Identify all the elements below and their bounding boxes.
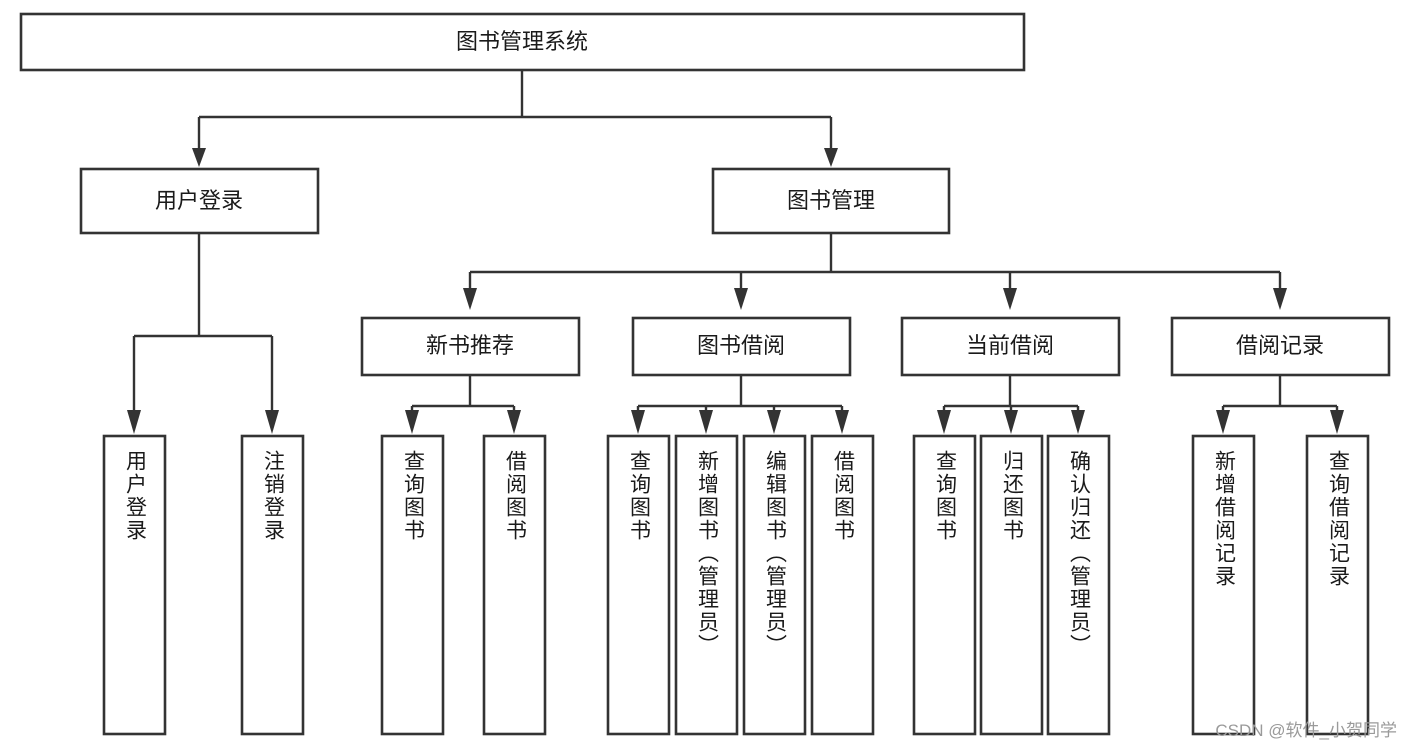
- leaf-query-book-1-label: 查询图书: [401, 450, 425, 542]
- arrow-head-leaf-borrow-book-2: [835, 410, 849, 434]
- node-root[interactable]: 图书管理系统: [19, 12, 1026, 72]
- leaf-query-book-3[interactable]: 查询图书: [912, 434, 977, 736]
- arrow-head-book-manage: [824, 148, 838, 167]
- leaf-query-book-2-label: 查询图书: [627, 450, 651, 542]
- arrow-head-leaf-confirm-return: [1071, 410, 1085, 434]
- leaf-query-record-text-wrap: 查询借阅记录: [1326, 450, 1350, 588]
- arrow-head-leaf-user-login: [127, 410, 141, 434]
- arrow-head-leaf-query-book-2: [631, 410, 645, 434]
- leaf-borrow-book-2-label: 借阅图书: [831, 450, 855, 542]
- node-book-borrow[interactable]: 图书借阅: [631, 316, 852, 377]
- leaf-edit-book-text-wrap: 编辑图书（管理员）: [763, 450, 787, 657]
- leaf-return-book[interactable]: 归还图书: [979, 434, 1044, 736]
- leaf-query-record-box[interactable]: [1305, 434, 1370, 736]
- leaf-query-book-3-text-wrap: 查询图书: [933, 450, 957, 542]
- arrow-head-leaf-add-book: [699, 410, 713, 434]
- leaf-add-record-text-wrap: 新增借阅记录: [1212, 450, 1236, 588]
- node-new-book-recommend[interactable]: 新书推荐: [360, 316, 581, 377]
- leaf-borrow-book-1-box[interactable]: [482, 434, 547, 736]
- node-book-manage-box[interactable]: [711, 167, 951, 235]
- arrow-head-leaf-query-record: [1330, 410, 1344, 434]
- leaf-borrow-book-2-text-wrap: 借阅图书: [831, 450, 855, 542]
- node-current-borrow[interactable]: 当前借阅: [900, 316, 1121, 377]
- leaf-user-login-label: 用户登录: [123, 450, 147, 542]
- node-user-login-label: 用户登录: [155, 188, 243, 213]
- leaf-add-book[interactable]: 新增图书（管理员）: [674, 434, 739, 736]
- leaf-edit-book[interactable]: 编辑图书（管理员）: [742, 434, 807, 736]
- leaf-query-book-1-box[interactable]: [380, 434, 445, 736]
- arrow-head-book-borrow: [734, 288, 748, 310]
- leaf-user-login-text-wrap: 用户登录: [123, 450, 147, 542]
- node-user-login-box[interactable]: [79, 167, 320, 235]
- leaf-query-book-1[interactable]: 查询图书: [380, 434, 445, 736]
- leaf-confirm-return-label: 确认归还（管理员）: [1067, 450, 1091, 657]
- leaf-add-book-text-wrap: 新增图书（管理员）: [695, 450, 719, 657]
- arrow-head-user-login: [192, 148, 206, 167]
- leaf-add-record-label: 新增借阅记录: [1212, 450, 1236, 588]
- node-book-manage[interactable]: 图书管理: [711, 167, 951, 235]
- node-current-borrow-box[interactable]: [900, 316, 1121, 377]
- leaf-confirm-return-text-wrap: 确认归还（管理员）: [1067, 450, 1091, 657]
- node-new-book-recommend-box[interactable]: [360, 316, 581, 377]
- leaf-logout-login[interactable]: 注销登录: [240, 434, 305, 736]
- arrow-head-current-borrow: [1003, 288, 1017, 310]
- arrow-head-leaf-add-record: [1216, 410, 1230, 434]
- leaf-query-book-2[interactable]: 查询图书: [606, 434, 671, 736]
- leaf-return-book-text-wrap: 归还图书: [1000, 450, 1024, 542]
- leaf-borrow-book-2-box[interactable]: [810, 434, 875, 736]
- node-borrow-record-box[interactable]: [1170, 316, 1391, 377]
- leaf-return-book-box[interactable]: [979, 434, 1044, 736]
- node-book-borrow-box[interactable]: [631, 316, 852, 377]
- leaf-borrow-book-1-text-wrap: 借阅图书: [503, 450, 527, 542]
- leaf-logout-login-text-wrap: 注销登录: [261, 450, 285, 542]
- leaf-query-book-3-label: 查询图书: [933, 450, 957, 542]
- leaf-edit-book-label: 编辑图书（管理员）: [763, 450, 787, 657]
- node-user-login[interactable]: 用户登录: [79, 167, 320, 235]
- leaf-return-book-label: 归还图书: [1000, 450, 1024, 542]
- leaf-query-record-label: 查询借阅记录: [1326, 450, 1350, 588]
- node-new-book-recommend-label: 新书推荐: [426, 333, 514, 358]
- leaf-borrow-book-1[interactable]: 借阅图书: [482, 434, 547, 736]
- arrow-head-leaf-borrow-book-1: [507, 410, 521, 434]
- node-book-borrow-label: 图书借阅: [697, 333, 785, 358]
- leaf-query-book-2-text-wrap: 查询图书: [627, 450, 651, 542]
- leaf-logout-login-label: 注销登录: [261, 450, 285, 542]
- leaf-edit-book-box[interactable]: [742, 434, 807, 736]
- arrow-head-leaf-edit-book: [767, 410, 781, 434]
- node-current-borrow-label: 当前借阅: [966, 333, 1054, 358]
- leaf-add-record-box[interactable]: [1191, 434, 1256, 736]
- leaf-add-record[interactable]: 新增借阅记录: [1191, 434, 1256, 736]
- node-borrow-record[interactable]: 借阅记录: [1170, 316, 1391, 377]
- arrow-head-leaf-return-book: [1004, 410, 1018, 434]
- leaf-user-login[interactable]: 用户登录: [102, 434, 167, 736]
- leaf-query-record[interactable]: 查询借阅记录: [1305, 434, 1370, 736]
- node-root-label: 图书管理系统: [456, 29, 588, 54]
- leaf-add-book-box[interactable]: [674, 434, 739, 736]
- node-borrow-record-label: 借阅记录: [1236, 333, 1324, 358]
- leaf-confirm-return[interactable]: 确认归还（管理员）: [1046, 434, 1111, 736]
- leaf-user-login-box[interactable]: [102, 434, 167, 736]
- leaf-query-book-3-box[interactable]: [912, 434, 977, 736]
- node-root-box[interactable]: [19, 12, 1026, 72]
- arrow-head-leaf-query-book-3: [937, 410, 951, 434]
- arrow-head-leaf-query-book-1: [405, 410, 419, 434]
- leaf-query-book-2-box[interactable]: [606, 434, 671, 736]
- leaf-borrow-book-2[interactable]: 借阅图书: [810, 434, 875, 736]
- leaf-add-book-label: 新增图书（管理员）: [695, 450, 719, 657]
- connectors: [127, 70, 1344, 434]
- arrow-head-new-book-recommend: [463, 288, 477, 310]
- arrow-head-leaf-logout-login: [265, 410, 279, 434]
- node-book-manage-label: 图书管理: [787, 188, 875, 213]
- leaf-confirm-return-box[interactable]: [1046, 434, 1111, 736]
- arrow-head-borrow-record: [1273, 288, 1287, 310]
- leaf-borrow-book-1-label: 借阅图书: [503, 450, 527, 542]
- leaf-logout-login-box[interactable]: [240, 434, 305, 736]
- leaf-query-book-1-text-wrap: 查询图书: [401, 450, 425, 542]
